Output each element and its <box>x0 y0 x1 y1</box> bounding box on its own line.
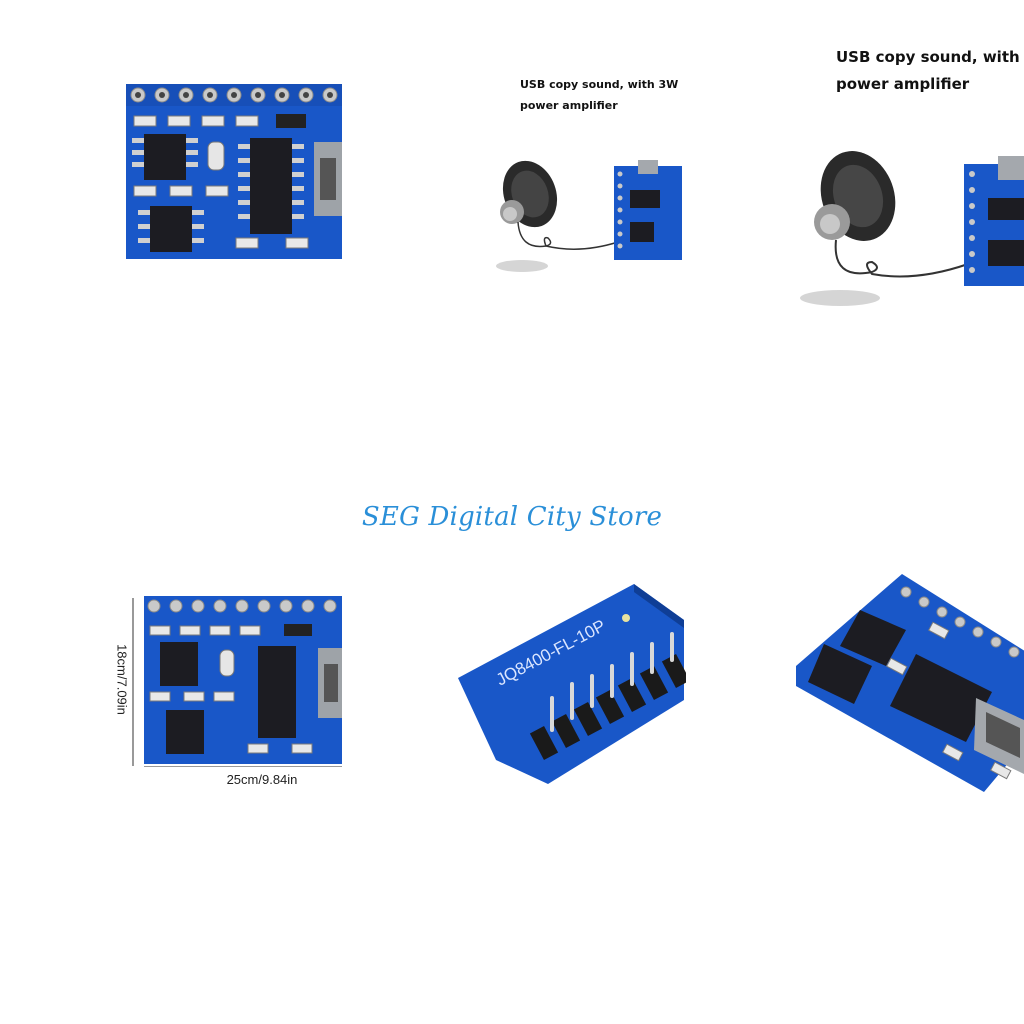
height-dimension-line <box>132 598 134 766</box>
board-angled-photo <box>796 570 1024 794</box>
height-dimension-label: 18cm/7.09in <box>114 644 130 715</box>
board-photo-with-dimensions <box>144 596 342 764</box>
caption-line-2: power amplifier <box>520 99 618 112</box>
width-dimension-line <box>144 766 342 767</box>
usb-copy-sound-caption: USB copy sound, with 3W power amplifier <box>520 74 720 116</box>
speaker-wiring-illustration <box>490 150 690 280</box>
board-header-pins-photo: JQ8400-FL-10P <box>456 580 686 790</box>
caption-line-1: USB copy sound, with 3 <box>836 48 1024 66</box>
caption-line-1: USB copy sound, with 3W <box>520 78 679 91</box>
board-closeup-photo-top <box>126 84 342 259</box>
usb-copy-sound-caption-large: USB copy sound, with 3 power amplifier <box>836 44 1024 98</box>
store-watermark: SEG Digital City Store <box>361 502 663 532</box>
width-dimension-label: 25cm/9.84in <box>226 772 298 787</box>
caption-line-2: power amplifier <box>836 75 970 93</box>
speaker-wiring-illustration-large <box>796 146 1024 310</box>
